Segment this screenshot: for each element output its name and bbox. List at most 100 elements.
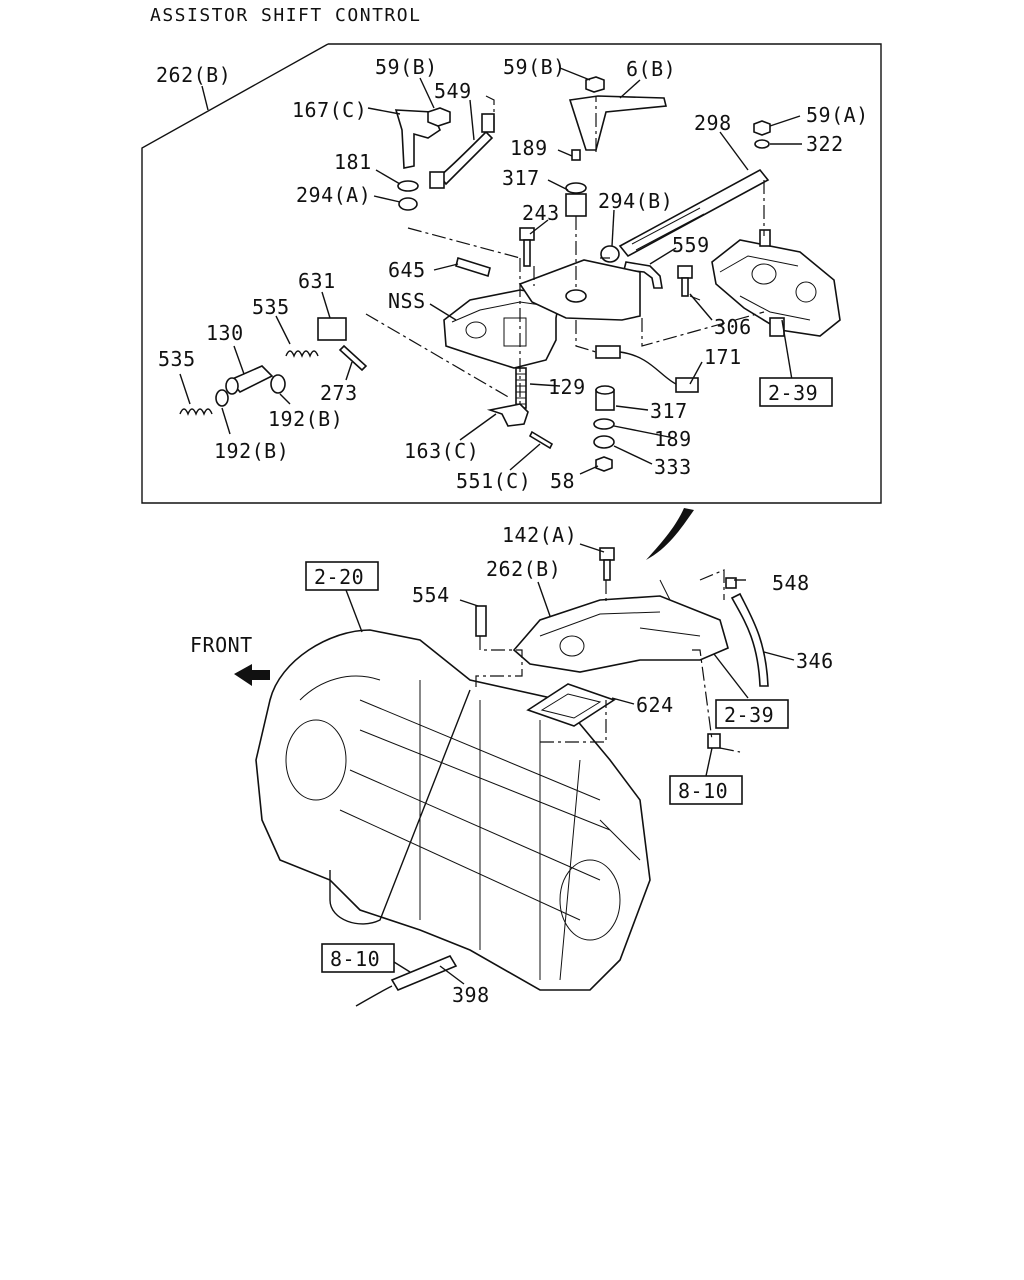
fitting-548: [725, 577, 737, 589]
connector-lower: [707, 733, 721, 749]
callout-163c: 163(C): [404, 439, 479, 463]
callout-346: 346: [796, 649, 834, 673]
rod-end-549: [429, 171, 445, 189]
front-arrow-icon: [234, 664, 270, 686]
upper-leaders: [179, 67, 802, 475]
ref-box-2-39-bottom-label: 2-39: [724, 703, 774, 727]
nut-59b-left: [427, 107, 451, 127]
callout-129: 129: [548, 375, 586, 399]
bolt-243-shank: [523, 239, 531, 267]
callout-nss: NSS: [388, 289, 426, 313]
callout-262b-bottom: 262(B): [486, 557, 561, 581]
callout-398: 398: [452, 983, 490, 1007]
pin-551c: [528, 430, 554, 450]
front-label: FRONT: [190, 633, 253, 657]
gasket-624: [526, 683, 616, 727]
callout-181: 181: [334, 150, 372, 174]
callout-294a: 294(A): [296, 183, 371, 207]
shaft-298: [618, 168, 770, 258]
diagram-title: ASSISTOR SHIFT CONTROL: [150, 5, 421, 26]
callout-317-bottom: 317: [650, 399, 688, 423]
washer-192b-2: [215, 389, 229, 407]
callout-192b-left: 192(B): [214, 439, 289, 463]
washer-181: [397, 180, 419, 192]
callout-243: 243: [522, 201, 560, 225]
sensor-398: [390, 954, 458, 992]
callout-58: 58: [550, 469, 575, 493]
callout-142a: 142(A): [502, 523, 577, 547]
stud-645: [455, 256, 491, 278]
bracket-boss: [565, 289, 587, 303]
ref-box-8-10-left-label: 8-10: [330, 947, 380, 971]
callout-273: 273: [320, 381, 358, 405]
connector-171: [675, 377, 699, 393]
bolt-243-head: [519, 227, 535, 241]
callout-189-bottom: 189: [654, 427, 692, 451]
ref-box-2-20[interactable]: 2-20: [305, 561, 379, 591]
bolt-306-head: [677, 265, 693, 279]
nut-59b-right: [585, 76, 605, 93]
callout-192b-right: 192(B): [268, 407, 343, 431]
ref-box-2-39-bottom[interactable]: 2-39: [715, 699, 789, 729]
rod-549: [438, 130, 494, 186]
lever-6b: [568, 95, 668, 151]
callout-631: 631: [298, 269, 336, 293]
callout-130: 130: [206, 321, 244, 345]
sensor-398-wire: [355, 985, 393, 1007]
lower-alignment-lines: [475, 569, 741, 753]
callout-535-upper: 535: [252, 295, 290, 319]
valve-fitting-top: [759, 229, 771, 247]
bushing-317-top: [565, 182, 587, 194]
valve-fitting-bottom: [769, 317, 785, 337]
housing-262b-lower-detail: [539, 579, 701, 657]
nut-59a: [753, 120, 771, 136]
switch-171-wire: [619, 351, 677, 385]
callout-59b-right: 59(B): [503, 55, 566, 79]
alignment-lines: [365, 95, 765, 406]
ref-box-8-10-right[interactable]: 8-10: [669, 775, 743, 805]
washer-192b-1: [270, 374, 286, 394]
upper-assembly: [179, 76, 841, 472]
callout-59a: 59(A): [806, 103, 869, 127]
bolt-142a-shank: [603, 559, 611, 581]
callout-549: 549: [434, 79, 472, 103]
ref-box-2-39-top[interactable]: 2-39: [759, 377, 833, 407]
bolt-142a-head: [599, 547, 615, 561]
spring-535-upper: [285, 350, 319, 358]
callout-317-top: 317: [502, 166, 540, 190]
hose-346: [730, 592, 769, 687]
bushing-317-bottom-top: [595, 385, 615, 395]
housing-262b-lower: [512, 595, 729, 673]
callout-554: 554: [412, 583, 450, 607]
housing-nss-detail: [451, 301, 549, 347]
ref-box-8-10-left[interactable]: 8-10: [321, 943, 395, 973]
housing-nss: [443, 289, 561, 369]
gasket-624-inner: [540, 693, 602, 719]
spring-129-coils: [516, 373, 526, 405]
oring-189-bottom: [593, 418, 615, 430]
washer-333: [593, 435, 615, 449]
block-631: [317, 317, 347, 341]
transmission-pipe: [329, 689, 471, 925]
exploded-view-frame: [141, 43, 882, 504]
spring-189-top: [571, 149, 581, 161]
view-arrow: [646, 508, 694, 560]
callout-551c: 551(C): [456, 469, 531, 493]
callout-298: 298: [694, 111, 732, 135]
transmission-case: [255, 629, 651, 991]
callout-559: 559: [672, 233, 710, 257]
valve-block-detail: [719, 255, 817, 321]
ref-box-2-20-label: 2-20: [314, 565, 364, 589]
callout-189-top: 189: [510, 136, 548, 160]
callout-294b: 294(B): [598, 189, 673, 213]
bushing-317-top-body: [565, 193, 587, 217]
pin-273: [338, 344, 368, 372]
callout-535-lower: 535: [158, 347, 196, 371]
plunger-130-end: [225, 377, 239, 395]
callout-171: 171: [704, 345, 742, 369]
callout-59b-left: 59(B): [375, 55, 438, 79]
switch-171: [595, 345, 621, 359]
callout-167c: 167(C): [292, 98, 367, 122]
callout-548: 548: [772, 571, 810, 595]
